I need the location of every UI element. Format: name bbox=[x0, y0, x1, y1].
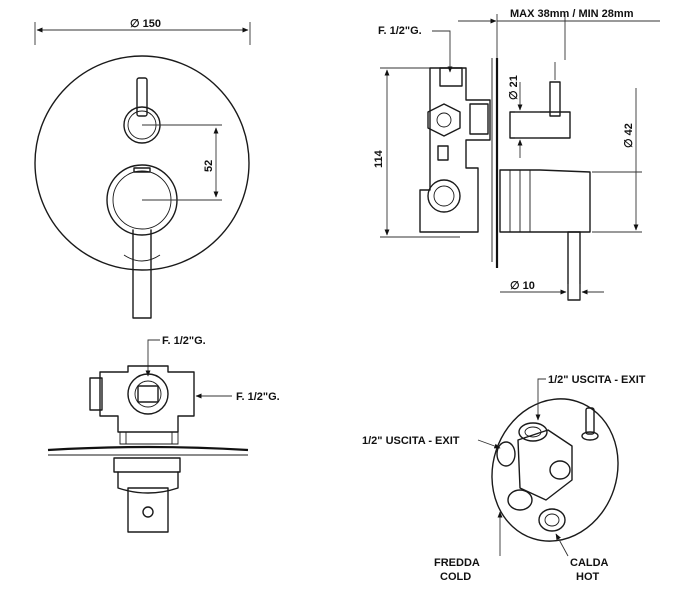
mixer-lever bbox=[132, 229, 152, 319]
iso-cold-label-en: COLD bbox=[440, 571, 471, 583]
side-connection-leader bbox=[432, 30, 453, 73]
mixer-body bbox=[499, 169, 591, 233]
top-lever-block bbox=[127, 487, 169, 533]
iso-top-outlet bbox=[518, 422, 548, 442]
top-view: F. 1/2"G. F. 1/2"G. bbox=[47, 335, 280, 533]
diverter-lever bbox=[136, 77, 148, 117]
top-cover-edge bbox=[47, 445, 249, 452]
iso-outlet-side-label: 1/2" USCITA - EXIT bbox=[362, 435, 460, 447]
lever-collar bbox=[123, 254, 161, 262]
mixer-lever-side bbox=[567, 231, 581, 301]
iso-cold-label-it: FREDDA bbox=[434, 557, 480, 569]
top-lever-hole bbox=[142, 506, 154, 518]
lower-port-inner bbox=[433, 185, 455, 207]
lower-port bbox=[427, 179, 461, 213]
iso-outlet-top-leader bbox=[535, 378, 546, 421]
iso-right-nut bbox=[549, 460, 571, 480]
top-side-connection-label: F. 1/2"G. bbox=[236, 391, 280, 403]
top-mixer-body bbox=[117, 471, 179, 494]
iso-diverter-base bbox=[581, 431, 599, 441]
side-depth-label: MAX 38mm / MIN 28mm bbox=[510, 8, 634, 20]
top-left-stub bbox=[89, 377, 103, 411]
hex-nut bbox=[427, 103, 461, 137]
iso-diverter-stem bbox=[585, 407, 595, 435]
side-connection-label: F. 1/2"G. bbox=[378, 25, 422, 37]
top-valve-body bbox=[99, 365, 195, 433]
side-view: MAX 38mm / MIN 28mm F. 1/2"G. 114 bbox=[373, 8, 660, 301]
mixer-notch bbox=[133, 167, 151, 173]
iso-side-outlet bbox=[496, 441, 516, 467]
front-view: ∅ 150 52 bbox=[34, 18, 251, 319]
hex-nut-bore bbox=[436, 112, 452, 128]
side-handle-diameter-label: ∅ 21 bbox=[508, 75, 520, 100]
iso-hot-port bbox=[538, 508, 566, 532]
top-inlet-square bbox=[137, 385, 159, 403]
side-height-label: 114 bbox=[373, 149, 385, 168]
iso-top-outlet-bore bbox=[524, 426, 542, 438]
iso-valve-body bbox=[517, 429, 573, 501]
front-spacing-label: 52 bbox=[203, 160, 215, 172]
diverter-cylinder bbox=[509, 111, 571, 139]
top-inlet-ring bbox=[127, 373, 169, 415]
top-inlet bbox=[439, 67, 463, 87]
iso-hot-port-bore bbox=[544, 513, 560, 527]
top-mixer-collar bbox=[113, 457, 181, 473]
front-diameter-label: ∅ 150 bbox=[130, 18, 161, 30]
diverter-stem bbox=[549, 81, 561, 117]
iso-hot-label-en: HOT bbox=[576, 571, 600, 583]
top-connection-leader bbox=[145, 339, 160, 377]
side-lever-diameter-label: ∅ 10 bbox=[510, 280, 535, 292]
iso-hot-label-it: CALDA bbox=[570, 557, 609, 569]
iso-cover-plate bbox=[491, 398, 619, 542]
iso-hot-leader bbox=[555, 533, 569, 557]
iso-view: 1/2" USCITA - EXIT 1/2" USCITA - EXIT FR… bbox=[362, 374, 646, 583]
cover-plate-circle bbox=[34, 55, 250, 271]
valve-body bbox=[419, 67, 491, 233]
iso-outlet-side-leader bbox=[477, 439, 501, 449]
small-lug bbox=[437, 145, 449, 161]
iso-outlet-top-label: 1/2" USCITA - EXIT bbox=[548, 374, 646, 386]
top-nut bbox=[119, 432, 179, 445]
cartridge-nut bbox=[469, 103, 489, 135]
top-connection-label: F. 1/2"G. bbox=[162, 335, 206, 347]
side-body-diameter-label: ∅ 42 bbox=[623, 123, 635, 148]
iso-cold-port bbox=[507, 489, 533, 511]
top-inlet-bore bbox=[134, 380, 162, 408]
